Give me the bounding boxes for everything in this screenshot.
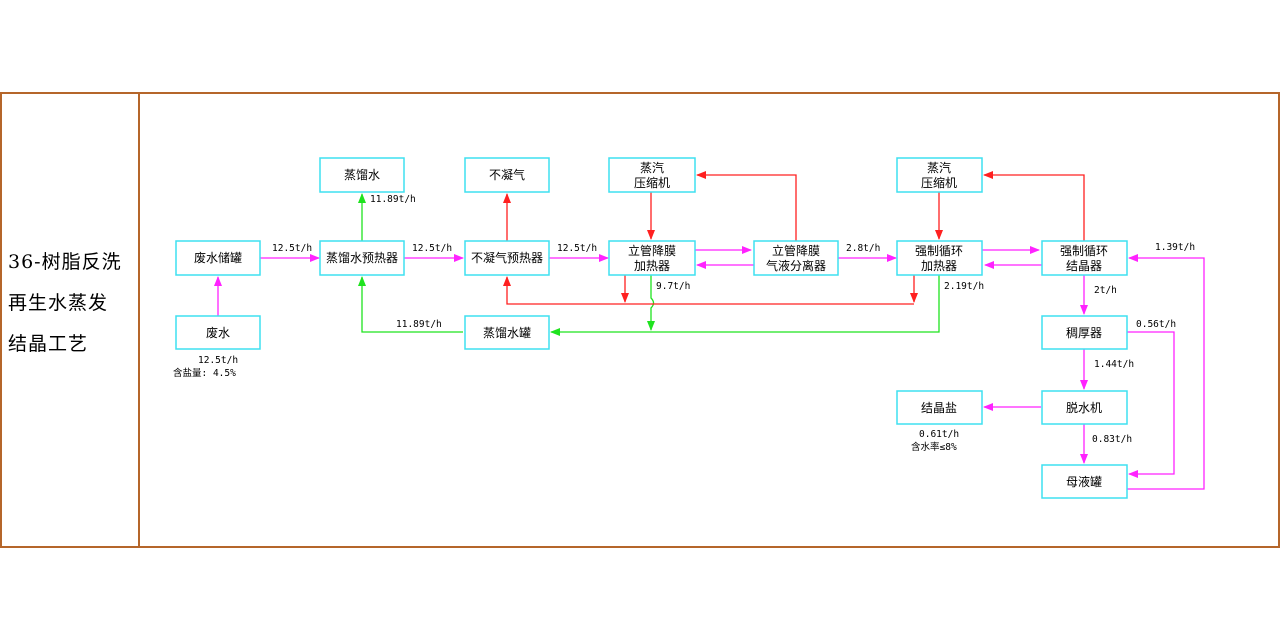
box-distilled-water-text: 蒸馏水 xyxy=(344,168,380,182)
box-crystallizer-line-1: 强制循环 xyxy=(1060,244,1108,258)
vapor-lines xyxy=(503,171,1085,305)
box-separator-line-1: 立管降膜 xyxy=(772,243,820,258)
label-cryst-to-thick: 2t/h xyxy=(1094,285,1117,296)
outer-border xyxy=(0,92,1280,548)
box-salt: 结晶盐 xyxy=(896,390,983,425)
box-compressor-1-line-2: 压缩机 xyxy=(634,175,670,190)
box-noncond-gas: 不凝气 xyxy=(464,157,550,193)
box-forced-heater: 强制循环 加热器 xyxy=(896,240,983,276)
condensate-lines xyxy=(358,193,940,336)
box-waste-tank: 废水储罐 xyxy=(175,240,261,276)
box-mother-tank-text: 母液罐 xyxy=(1066,474,1102,489)
flow-labels: 12.5t/h 12.5t/h 12.5t/h 11.89t/h 11.89t/… xyxy=(173,194,1195,453)
label-salt-moisture: 含水率≤8% xyxy=(911,441,957,453)
flow-condensate-header xyxy=(550,275,940,336)
diagram-frame: 36-树脂反洗 再生水蒸发 结晶工艺 xyxy=(0,92,1280,548)
label-f2: 12.5t/h xyxy=(557,243,597,254)
box-distilled-preheater-text: 蒸馏水预热器 xyxy=(326,251,398,265)
label-feed: 12.5t/h xyxy=(272,243,312,254)
box-waste-tank-text: 废水储罐 xyxy=(194,250,242,265)
box-compressor-2-line-1: 蒸汽 xyxy=(927,160,951,175)
box-compressor-2-line-2: 压缩机 xyxy=(921,175,957,190)
box-falling-film-heater: 立管降膜 加热器 xyxy=(608,240,696,276)
process-title: 36-树脂反洗 再生水蒸发 结晶工艺 xyxy=(8,242,134,365)
box-distilled-tank: 蒸馏水罐 xyxy=(464,315,550,350)
box-compressor-1-line-1: 蒸汽 xyxy=(640,160,664,175)
box-falling-film-heater-line-1: 立管降膜 xyxy=(628,243,676,258)
label-distilled-return: 11.89t/h xyxy=(396,319,442,330)
box-waste-water: 废水 xyxy=(175,315,261,350)
column-divider xyxy=(138,92,140,548)
label-sep-to-forced: 2.8t/h xyxy=(846,243,880,254)
box-crystallizer-line-2: 结晶器 xyxy=(1066,259,1102,273)
flow-separator-to-compressor xyxy=(696,171,797,241)
flow-thickener-to-mother xyxy=(1127,331,1175,478)
box-separator-line-2: 气液分离器 xyxy=(766,258,826,273)
label-mother-return: 1.39t/h xyxy=(1155,242,1195,253)
label-cond-1: 9.7t/h xyxy=(656,281,690,292)
box-mother-tank: 母液罐 xyxy=(1041,464,1128,499)
box-compressor-2: 蒸汽 压缩机 xyxy=(896,157,983,193)
box-forced-heater-line-1: 强制循环 xyxy=(915,244,963,258)
label-salt-flow: 0.61t/h xyxy=(919,429,959,440)
process-flow-lines xyxy=(214,246,1205,490)
box-distilled-preheater: 蒸馏水预热器 xyxy=(319,240,405,276)
box-compressor-1: 蒸汽 压缩机 xyxy=(608,157,696,193)
box-distilled-tank-text: 蒸馏水罐 xyxy=(483,326,531,340)
label-thick-to-dewater: 1.44t/h xyxy=(1094,359,1134,370)
label-thick-to-mother: 0.56t/h xyxy=(1136,319,1176,330)
label-waste-salt: 含盐量: 4.5% xyxy=(173,367,236,379)
flow-mother-return xyxy=(1127,254,1205,490)
label-f1: 12.5t/h xyxy=(412,243,452,254)
box-thickener: 稠厚器 xyxy=(1041,315,1128,350)
flow-distilled-return xyxy=(358,276,463,333)
box-waste-water-text: 废水 xyxy=(206,325,230,340)
title-line-3: 结晶工艺 xyxy=(8,333,89,355)
label-cond-2: 2.19t/h xyxy=(944,281,984,292)
box-dewater: 脱水机 xyxy=(1041,390,1128,425)
label-waste-flow: 12.5t/h xyxy=(198,355,238,366)
label-distilled-out: 11.89t/h xyxy=(370,194,416,205)
flow-vent-to-noncond xyxy=(503,276,914,305)
flow-condensate-drop xyxy=(647,275,655,331)
box-crystallizer: 强制循环 结晶器 xyxy=(1041,240,1128,276)
flow-crystallizer-to-compressor xyxy=(983,171,1085,241)
label-dewater-to-mother: 0.83t/h xyxy=(1092,434,1132,445)
title-line-1: 36-树脂反洗 xyxy=(8,251,122,273)
box-separator: 立管降膜 气液分离器 xyxy=(753,240,839,276)
box-distilled-water: 蒸馏水 xyxy=(319,157,405,193)
title-line-2: 再生水蒸发 xyxy=(8,292,109,314)
box-falling-film-heater-line-2: 加热器 xyxy=(634,259,670,273)
box-thickener-text: 稠厚器 xyxy=(1066,326,1102,340)
box-noncond-preheater: 不凝气预热器 xyxy=(464,240,550,276)
box-salt-text: 结晶盐 xyxy=(921,401,957,415)
box-dewater-text: 脱水机 xyxy=(1066,400,1102,415)
box-noncond-preheater-text: 不凝气预热器 xyxy=(471,250,543,265)
box-forced-heater-line-2: 加热器 xyxy=(921,259,957,273)
box-noncond-gas-text: 不凝气 xyxy=(489,167,525,182)
